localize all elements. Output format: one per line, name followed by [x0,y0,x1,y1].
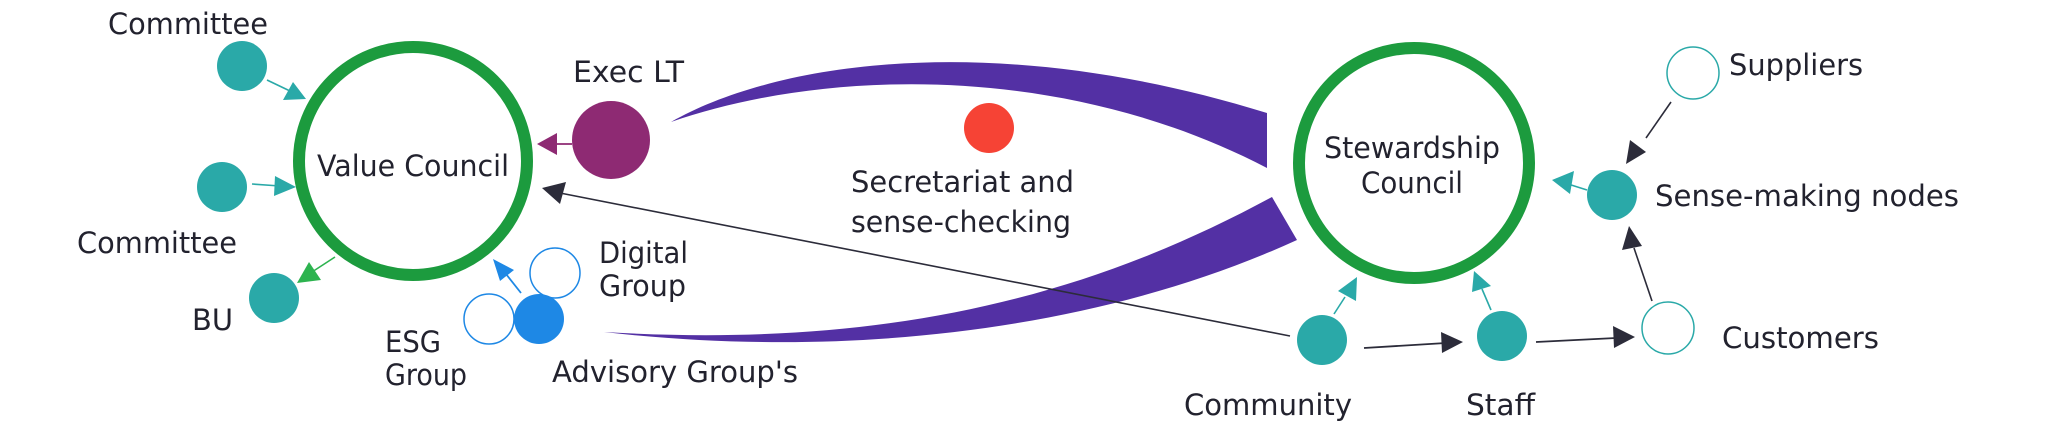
sense-making-node[interactable] [1587,170,1637,220]
edge-staff-to-customers [1535,337,1617,343]
suppliers-node[interactable] [1666,46,1720,100]
secretariat-label-line1: Secretariat and [851,165,1074,199]
community-node[interactable] [1297,315,1347,365]
customers-node[interactable] [1641,301,1695,355]
arrowhead-icon [1613,326,1635,348]
flow-band-top [671,62,1267,168]
esg-group-node[interactable] [463,293,515,345]
committee-top-label: Committee [108,7,268,41]
value-council-ring[interactable] [293,41,533,281]
edge-advisory-to-value-council [505,273,522,294]
stewardship-council-ring[interactable] [1293,42,1535,284]
stewardship-council-label-line1: Stewardship [1324,131,1500,165]
arrowhead-icon [283,82,306,100]
committee-mid-label: Committee [77,226,237,260]
edge-suppliers-to-sense-making [1645,101,1672,139]
stewardship-council-label-line2: Council [1361,166,1463,200]
digital-group-node[interactable] [529,247,581,299]
customers-label: Customers [1722,321,1879,355]
esg-group-label-line1: ESG [385,325,441,359]
bu-node[interactable] [249,273,299,323]
value-council-label: Value Council [317,149,509,183]
digital-group-label-line2: Group [599,269,686,303]
staff-label: Staff [1466,388,1536,422]
edge-value-council-to-bu [311,256,336,273]
esg-group-label-line2: Group [385,358,467,392]
bu-label: BU [192,303,233,337]
arrowhead-icon [1472,271,1491,292]
arrowhead-icon [493,259,514,281]
edge-community-to-staff [1363,342,1447,349]
digital-group-label-line1: Digital [599,236,688,270]
edge-community-to-stewardship [1333,296,1346,315]
arrowhead-icon [537,133,557,155]
secretariat-label-line2: sense-checking [851,205,1071,239]
community-label: Community [1184,388,1352,422]
suppliers-label: Suppliers [1729,48,1863,82]
arrowhead-icon [1338,277,1357,301]
edge-committee-top-to-value-council [266,79,291,92]
arrowhead-icon [1626,140,1646,164]
arrowhead-icon [1441,332,1463,353]
edge-staff-to-stewardship [1481,288,1492,311]
arrowhead-icon [542,182,566,204]
exec-lt-label: Exec LT [573,55,684,89]
advisory-group-node[interactable] [514,294,564,344]
arrowhead-icon [1552,171,1574,194]
arrowhead-icon [297,262,321,283]
committee-top-node[interactable] [217,41,267,91]
advisory-groups-label: Advisory Group's [552,355,798,389]
arrowhead-icon [1622,226,1642,250]
edge-community-to-value-council [559,192,1291,337]
staff-node[interactable] [1477,311,1527,361]
exec-lt-node[interactable] [572,101,650,179]
edge-customers-to-sense-making [1633,247,1653,302]
flow-band-bottom [604,197,1297,343]
secretariat-node[interactable] [964,103,1014,153]
arrowhead-icon [274,176,296,196]
committee-mid-node[interactable] [197,162,247,212]
sense-making-label: Sense-making nodes [1655,179,1959,213]
